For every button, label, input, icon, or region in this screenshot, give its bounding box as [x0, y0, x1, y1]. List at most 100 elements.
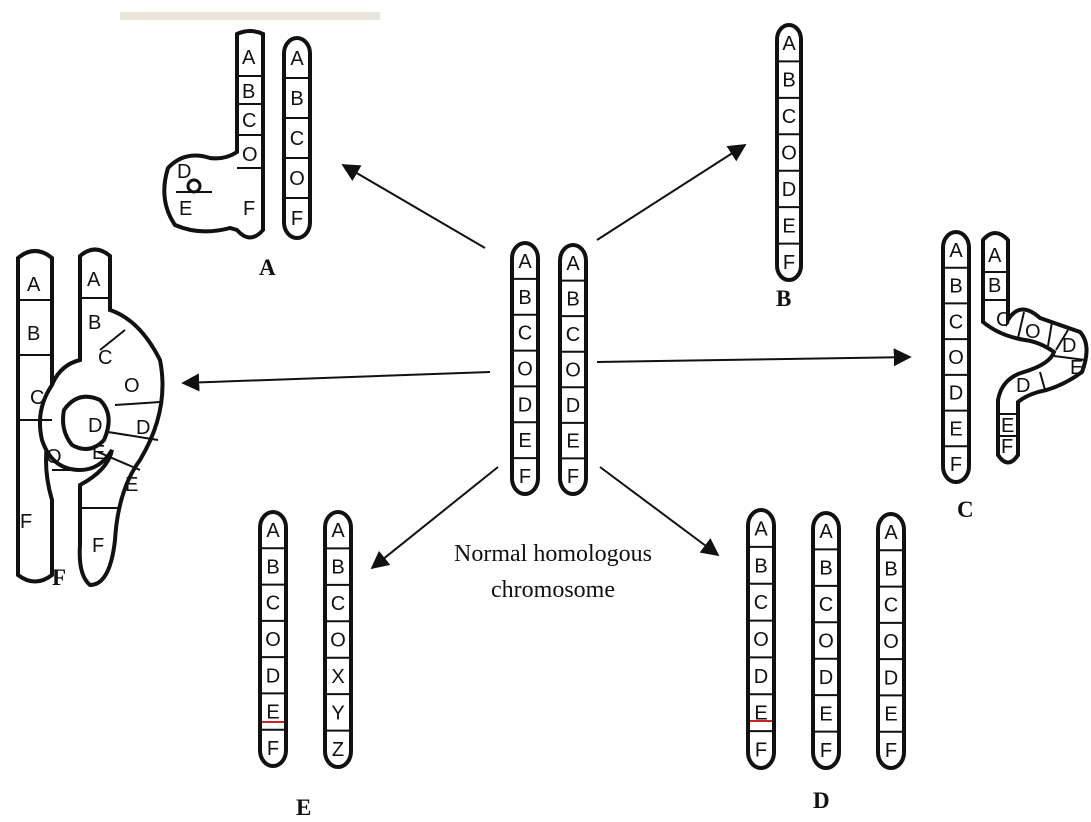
- panel-c-right-band: E: [1001, 415, 1014, 437]
- band-label: F: [755, 740, 767, 762]
- band-label: O: [330, 630, 346, 652]
- band-label: O: [289, 168, 305, 190]
- scan-smudge: [120, 12, 380, 20]
- band-label: F: [885, 740, 897, 762]
- band-label: O: [565, 360, 581, 382]
- arrow-to-c: [597, 357, 910, 362]
- panel-f-left-band: D: [88, 415, 102, 437]
- band-label: B: [566, 288, 579, 310]
- caption-line-2: chromosome: [491, 577, 615, 603]
- band-label: C: [949, 311, 963, 333]
- arrow-to-f: [183, 372, 490, 383]
- band-label: F: [567, 466, 579, 488]
- band-label: C: [331, 593, 345, 615]
- caption-line-1: Normal homologous: [454, 541, 652, 567]
- band-label: A: [754, 518, 768, 540]
- band-label: D: [782, 179, 796, 201]
- band-label: B: [949, 276, 962, 298]
- band-label: E: [949, 418, 962, 440]
- band-label: E: [266, 702, 279, 724]
- band-label: B: [819, 558, 832, 580]
- band-label: C: [782, 106, 796, 128]
- band-label: O: [883, 631, 899, 653]
- panel-c-right-band: E: [1070, 357, 1083, 379]
- band-label: A: [266, 520, 280, 542]
- band-label: F: [950, 454, 962, 476]
- panel-f-left-band: E: [92, 442, 105, 464]
- band-label: F: [519, 466, 531, 488]
- band-label: E: [518, 430, 531, 452]
- band-label: D: [819, 667, 833, 689]
- band-label: A: [566, 253, 580, 275]
- panel-a: D E A B C O F: [164, 31, 263, 238]
- arrow-to-b: [597, 145, 745, 240]
- band-label: C: [754, 592, 768, 614]
- panel-f-right-band: E: [125, 474, 138, 496]
- panel-a-left-band: A: [242, 47, 256, 69]
- panel-c-right-band: B: [988, 275, 1001, 297]
- band-label: D: [754, 666, 768, 688]
- band-label: B: [518, 287, 531, 309]
- panel-f-left-band: B: [27, 323, 40, 345]
- band-label: B: [754, 555, 767, 577]
- panel-d-label: D: [813, 788, 830, 813]
- band-label: A: [884, 522, 898, 544]
- panel-f: A B C D E O F A B C O D E F: [18, 250, 163, 586]
- band-label: O: [265, 629, 281, 651]
- panel-c-right-band: C: [996, 309, 1010, 331]
- band-label: Y: [331, 702, 344, 724]
- band-label: O: [781, 143, 797, 165]
- band-label: E: [782, 215, 795, 237]
- band-label: A: [949, 240, 963, 262]
- panel-f-left-band: O: [46, 446, 62, 468]
- band-label: F: [783, 252, 795, 274]
- band-label: E: [819, 703, 832, 725]
- band-label: B: [782, 70, 795, 92]
- band-label: O: [753, 629, 769, 651]
- band-label: E: [566, 431, 579, 453]
- band-label: D: [949, 383, 963, 405]
- panel-a-left-band: B: [242, 81, 255, 103]
- band-label: O: [517, 359, 533, 381]
- normal-chromosome-right: ABCODEF: [560, 245, 586, 494]
- band-label: A: [819, 521, 833, 543]
- panel-f-right-band: A: [87, 269, 101, 291]
- band-label: C: [518, 323, 532, 345]
- panel-c-right-band: A: [988, 245, 1002, 267]
- band-label: C: [566, 324, 580, 346]
- panel-a-left-band: F: [243, 198, 255, 220]
- panel-f-right-band: C: [98, 347, 112, 369]
- band-label: F: [291, 208, 303, 230]
- panel-a-left-band: O: [242, 144, 258, 166]
- panel-c-right-chromosome: A B C O D E D E F: [983, 233, 1087, 463]
- panel-c-right-band: D: [1062, 335, 1076, 357]
- panel-f-left-band: C: [30, 387, 44, 409]
- band-label: D: [884, 667, 898, 689]
- panel-f-label: F: [52, 565, 66, 590]
- panel-f-left-band: F: [20, 511, 32, 533]
- panel-f-right-band: O: [124, 375, 140, 397]
- panel-c-right-band: O: [1025, 321, 1041, 343]
- band-label: O: [948, 347, 964, 369]
- panel-e-label: E: [296, 795, 311, 820]
- band-label: B: [884, 558, 897, 580]
- band-label: C: [290, 128, 304, 150]
- band-label: D: [266, 665, 280, 687]
- band-label: Z: [332, 739, 344, 761]
- band-label: A: [331, 520, 345, 542]
- panel-f-left-band: A: [27, 274, 41, 296]
- panel-a-loop-band: E: [179, 198, 192, 220]
- arrow-to-a: [343, 165, 485, 248]
- band-label: F: [267, 738, 279, 760]
- panel-f-right-band: F: [92, 535, 104, 557]
- panel-f-right-band: D: [136, 417, 150, 439]
- band-label: X: [331, 666, 344, 688]
